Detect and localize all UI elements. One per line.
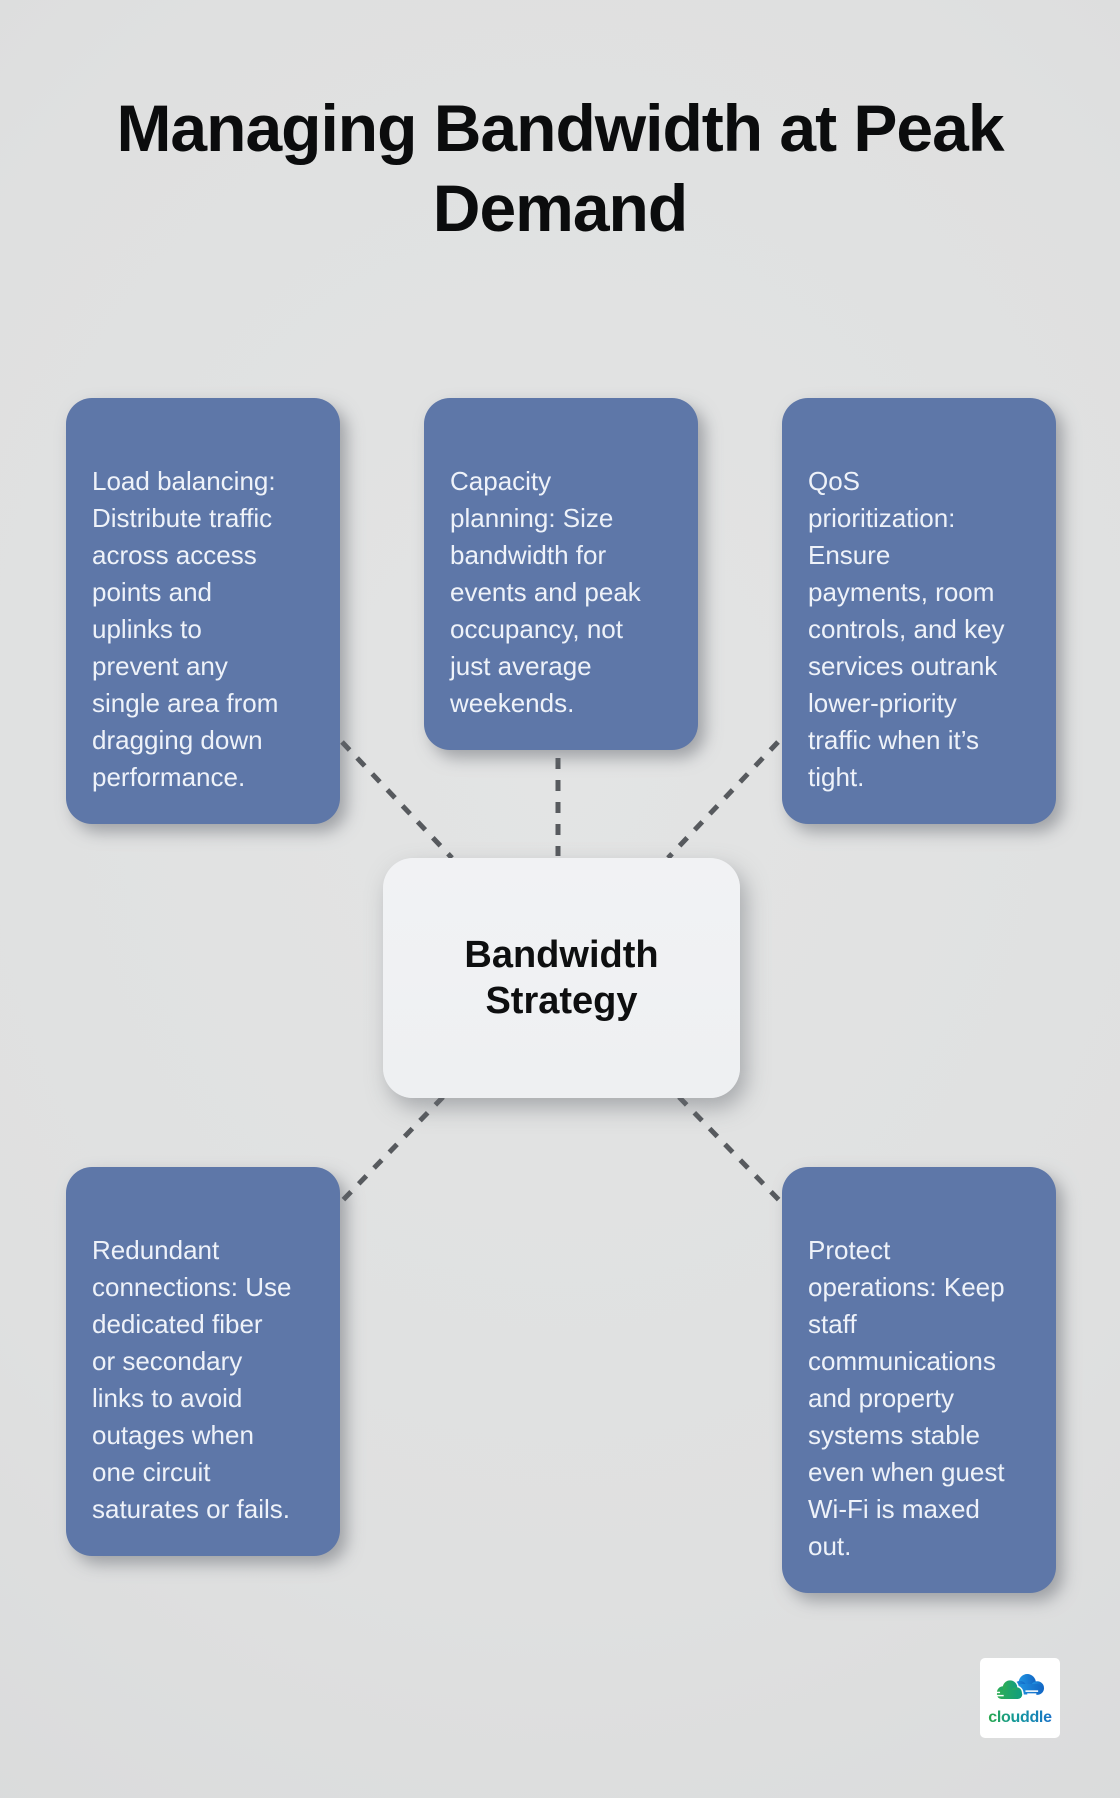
connector-load-balancing [340,740,454,860]
page-title: Managing Bandwidth at Peak Demand [116,91,1004,245]
center-node-label: Bandwidth Strategy [464,934,659,1022]
node-redundant-connections-text: Redundant connections: Use dedicated fib… [92,1235,292,1524]
connector-qos-prioritization [666,740,780,860]
connector-protect-operations [677,1095,781,1202]
node-load-balancing-text: Load balancing: Distribute traffic acros… [92,466,279,792]
node-protect-operations: Protect operations: Keep staff communica… [782,1167,1056,1593]
clouddle-cloud-icon [991,1673,1045,1701]
node-redundant-connections: Redundant connections: Use dedicated fib… [66,1167,340,1556]
connector-redundant-connections [341,1095,445,1202]
node-capacity-planning-text: Capacity planning: Size bandwidth for ev… [450,466,641,718]
node-capacity-planning: Capacity planning: Size bandwidth for ev… [424,398,698,750]
brand-name: clouddle [988,1708,1052,1726]
center-node: Bandwidth Strategy [383,858,740,1098]
brand-logo: clouddle [980,1658,1060,1738]
node-qos-prioritization: QoS prioritization: Ensure payments, roo… [782,398,1056,824]
node-load-balancing: Load balancing: Distribute traffic acros… [66,398,340,824]
node-protect-operations-text: Protect operations: Keep staff communica… [808,1235,1005,1561]
node-qos-prioritization-text: QoS prioritization: Ensure payments, roo… [808,466,1005,792]
